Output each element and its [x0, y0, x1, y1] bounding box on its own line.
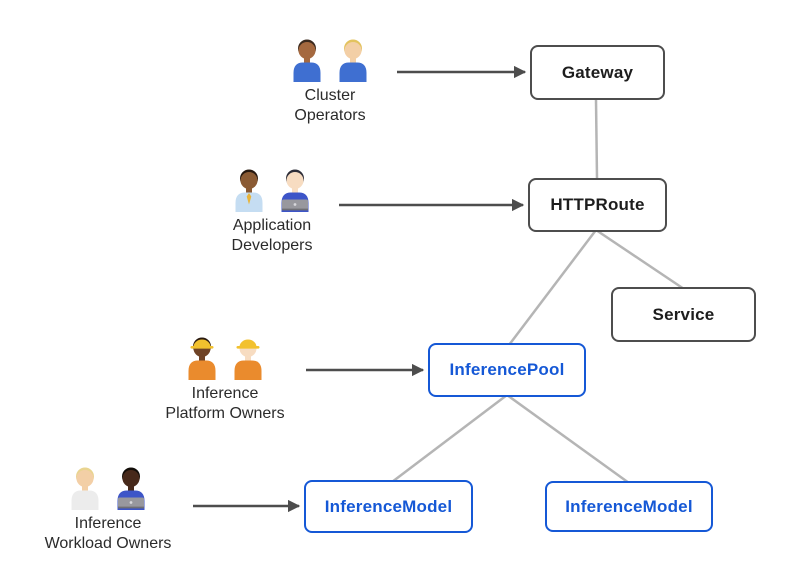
- gateway-box-label: Gateway: [561, 62, 634, 82]
- inference-workload-owners-label: Inference Workload Owners: [44, 515, 172, 553]
- man-construction-worker-emoji: [234, 339, 262, 380]
- woman-health-worker-emoji: [71, 467, 99, 510]
- woman-construction-worker-emoji: [188, 337, 216, 380]
- edge-inferencepool-inferencemodel-right: [506, 393, 630, 485]
- httproute-box-label: HTTPRoute: [550, 195, 645, 214]
- inferencemodel-left-box: InferenceModel: [304, 480, 473, 533]
- actor-inference-workload-owners: Inference Workload Owners: [23, 464, 193, 555]
- edge-inferencepool-inferencemodel-left: [391, 394, 508, 483]
- edge-gateway-httproute: [594, 99, 599, 179]
- inference-platform-owners-emoji-pair: [140, 334, 310, 380]
- woman-technologist-emoji: [281, 169, 309, 212]
- inferencepool-box: InferencePool: [428, 343, 586, 397]
- actor-inference-platform-owners: Inference Platform Owners: [140, 334, 310, 425]
- cluster-operators-emoji-pair: [245, 36, 415, 82]
- service-box-label: Service: [652, 304, 715, 324]
- httproute-box: HTTPRoute: [528, 178, 667, 232]
- actor-cluster-operators: Cluster Operators: [245, 36, 415, 127]
- inferencepool-box-label: InferencePool: [449, 360, 565, 379]
- cluster-operators-label: Cluster Operators: [294, 87, 366, 125]
- edge-httproute-inferencepool: [508, 229, 597, 346]
- inferencemodel-right-box-label: InferenceModel: [565, 496, 693, 516]
- inferencemodel-right-box: InferenceModel: [545, 481, 713, 532]
- inference-workload-owners-emoji-pair: [23, 464, 193, 510]
- gateway-box: Gateway: [530, 45, 665, 100]
- man-technologist-emoji: [117, 467, 145, 510]
- inferencemodel-left-box-label: InferenceModel: [324, 496, 453, 516]
- man-mechanic-emoji: [293, 39, 321, 82]
- man-office-worker-emoji: [235, 169, 263, 212]
- inference-platform-owners-label: Inference Platform Owners: [165, 385, 285, 423]
- application-developers-label: Application Developers: [231, 217, 313, 255]
- woman-mechanic-emoji: [339, 39, 367, 82]
- application-developers-emoji-pair: [187, 166, 357, 212]
- actor-application-developers: Application Developers: [187, 166, 357, 257]
- edge-httproute-service: [595, 228, 685, 291]
- service-box: Service: [611, 287, 756, 342]
